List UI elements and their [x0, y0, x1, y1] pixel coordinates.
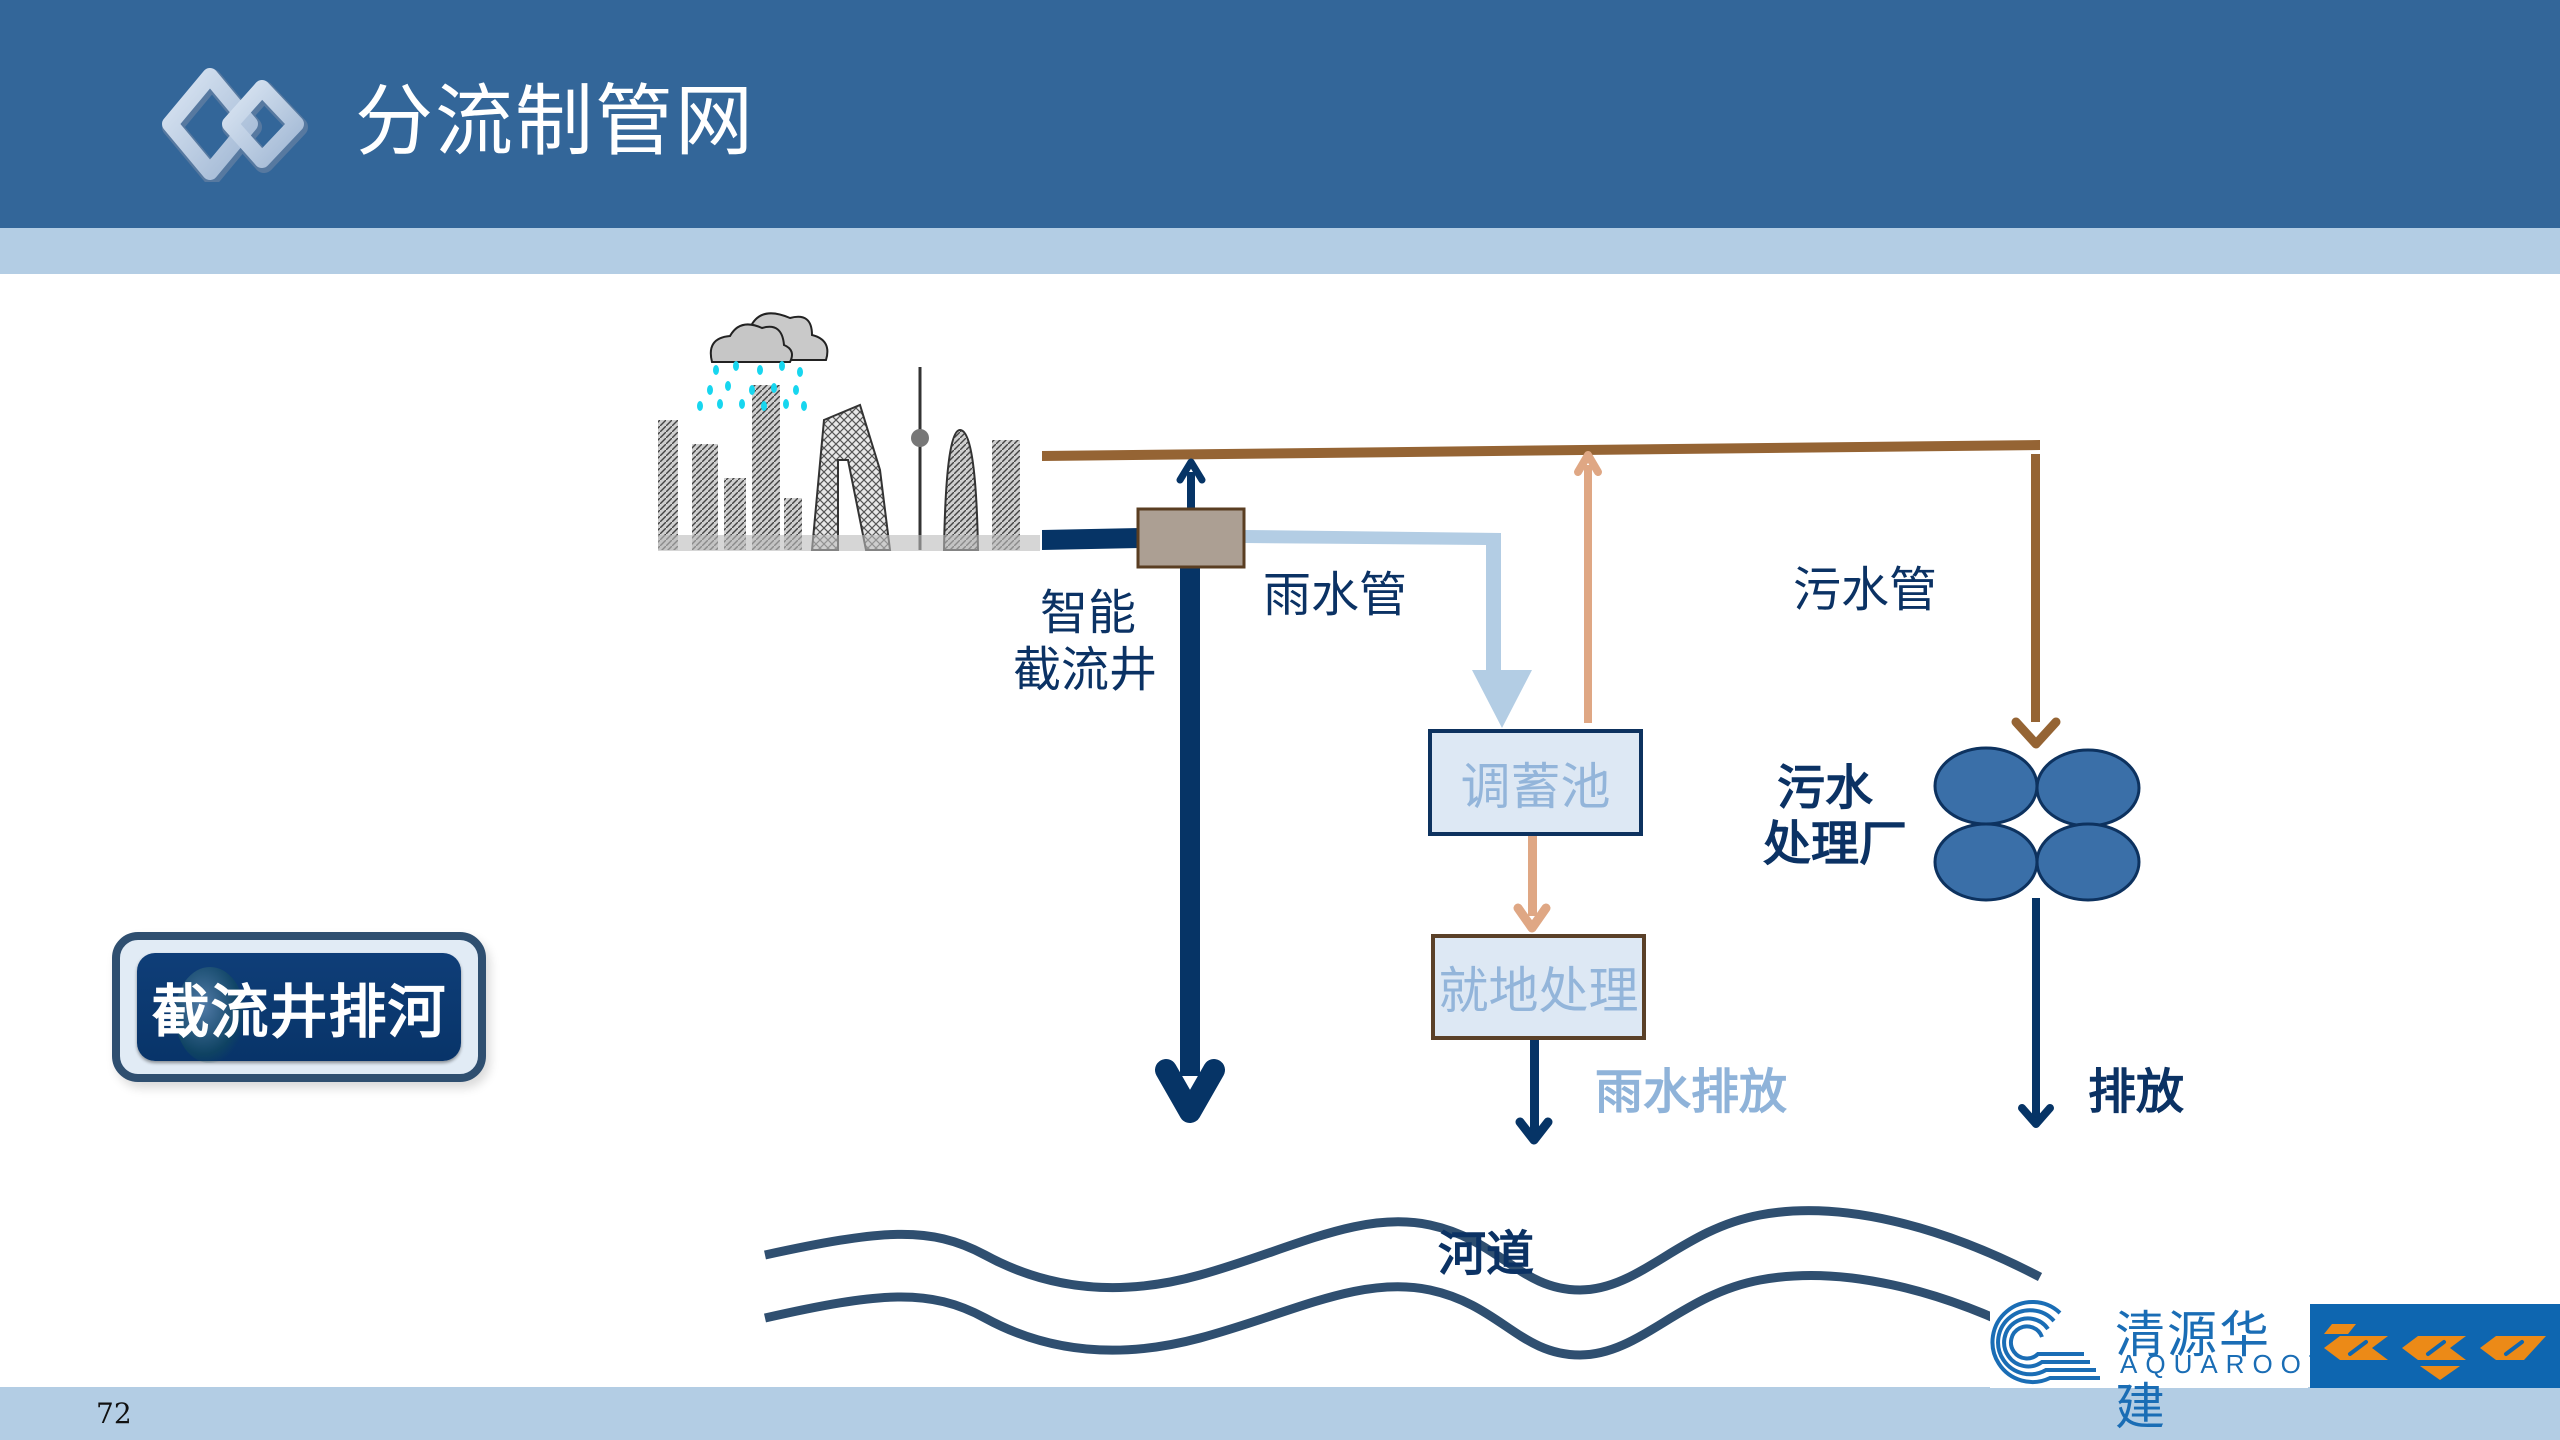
interception-overflow-pipe [1180, 566, 1200, 1076]
tv-tower-pod [911, 429, 929, 447]
aquaroot-name-cn: 清源华建 [2115, 1306, 2271, 1436]
page-number: 72 [96, 1397, 132, 1430]
building [724, 478, 746, 550]
river-discharge-arrow-icon [1155, 1059, 1225, 1123]
tank-to-treatment-pipe [1528, 836, 1537, 916]
building-cctv [810, 403, 892, 551]
river-channel [764, 1206, 2043, 1360]
label-river: 河道 [1438, 1226, 1535, 1282]
city-skyline [658, 367, 1040, 551]
building-oval [942, 428, 980, 551]
smart-interception-well [1136, 507, 1246, 569]
rain-discharge-arrow-icon [1515, 1117, 1553, 1145]
rain-cloud-icon [697, 312, 829, 411]
sewage-arrowhead-icon [2011, 717, 2061, 749]
button-label: 截流井排河 [151, 978, 447, 1046]
interception-well-discharge-button[interactable]: 截流井排河 [137, 953, 461, 1063]
label-sewage-plant-line2: 处理厂 [1763, 816, 1908, 872]
sewage-down-pipe [2031, 454, 2040, 722]
overflow-up-arrow-icon [1574, 451, 1602, 476]
city-ground [658, 535, 1040, 551]
storage-tank-box: 调蓄池 [1428, 729, 1643, 836]
tank-overflow-pipe [1584, 465, 1592, 723]
label-sewage-pipe: 污水管 [1793, 562, 1938, 618]
combined-inflow-pipe [1042, 528, 1140, 550]
building [992, 440, 1020, 550]
bgu-logo-icon [2324, 1324, 2546, 1380]
label-storage-tank: 调蓄池 [1460, 757, 1611, 816]
label-rainwater-pipe: 雨水管 [1263, 567, 1408, 623]
label-sewage-plant-line1: 污水 [1777, 760, 1874, 816]
aquaroot-logo: 清源华建 AQUAROOT [1990, 1293, 2325, 1436]
local-treatment-box: 就地处理 [1431, 934, 1646, 1040]
well-to-sewage-pipe [1187, 472, 1195, 512]
label-smart-well-line1: 智能 [1040, 585, 1137, 641]
label-local-treatment: 就地处理 [1438, 962, 1639, 1020]
sewage-plant-icon [1933, 746, 2141, 902]
footer-bar [0, 1387, 2560, 1440]
building [692, 444, 718, 550]
rainwater-pipe [1245, 530, 1501, 676]
aquaroot-name-en: AQUAROOT [2120, 1349, 2333, 1379]
plant-discharge-arrow-icon [2018, 1104, 2054, 1128]
bgu-logo [2310, 1304, 2560, 1388]
button-glow-decoration [175, 967, 245, 1063]
interception-well-discharge-button-frame: 截流井排河 [112, 932, 486, 1082]
label-smart-well-line2: 截流井 [1013, 642, 1158, 698]
interlocked-diamonds-icon [162, 68, 308, 182]
treatment-down-arrow-icon [1513, 903, 1551, 933]
rainwater-arrowhead-icon [1472, 670, 1532, 728]
plant-discharge-pipe [2032, 898, 2040, 1122]
label-discharge: 排放 [2088, 1064, 2185, 1120]
page-title: 分流制管网 [355, 77, 756, 167]
building [658, 420, 678, 550]
header-accent-band [0, 228, 2560, 274]
building [752, 385, 780, 550]
rain-discharge-pipe [1530, 1040, 1539, 1136]
label-rainwater-discharge: 雨水排放 [1595, 1064, 1788, 1120]
header-bar [0, 0, 2560, 228]
aquaroot-swirl-icon [1990, 1300, 2100, 1384]
well-up-arrow-icon [1176, 458, 1206, 484]
sewage-main-pipe [1042, 440, 2040, 461]
